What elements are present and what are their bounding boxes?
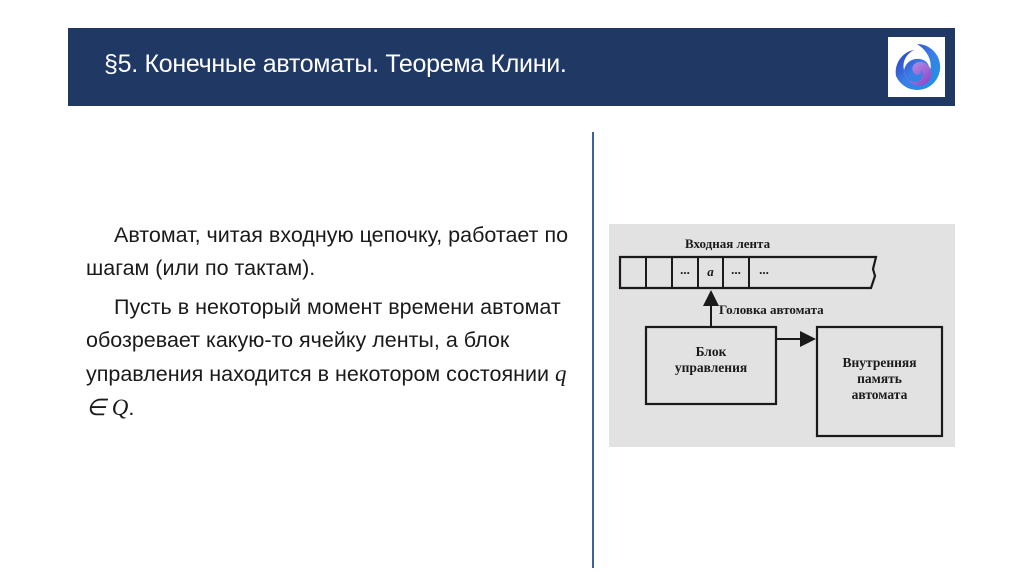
control-block: [644, 325, 778, 406]
body-text: Автомат, читая входную цепочку, работает…: [86, 219, 586, 431]
vertical-divider: [592, 132, 594, 568]
control-block-line2: управления: [674, 360, 748, 375]
tape-cell-current: a: [707, 264, 714, 279]
paragraph-2-text: Пусть в некоторый момент времени автомат…: [86, 295, 561, 386]
memory-block-line3: автомата: [851, 387, 908, 402]
tape-cell-3: ...: [680, 262, 690, 277]
paragraph-2: Пусть в некоторый момент времени автомат…: [86, 291, 586, 425]
slide-title: §5. Конечные автоматы. Теорема Клини.: [104, 50, 567, 78]
paragraph-1: Автомат, читая входную цепочку, работает…: [86, 223, 569, 280]
automaton-diagram: Входная лента ... a ... ... Головка авто…: [609, 224, 955, 447]
memory-block-line2: память: [857, 371, 902, 386]
tape-cell-6: ...: [759, 262, 769, 277]
tape-cell-5: ...: [731, 262, 741, 277]
math-expression: q ∈ Q: [86, 361, 567, 420]
trailing-period: .: [128, 396, 135, 420]
slide-header: §5. Конечные автоматы. Теорема Клини.: [68, 28, 955, 106]
tape-label: Входная лента: [685, 236, 771, 251]
diagram-lines: [618, 255, 944, 438]
logo-graphic: [895, 43, 941, 90]
memory-block-label: Внутренняя память автомата: [817, 355, 942, 403]
head-label: Головка автомата: [719, 302, 824, 317]
swirl-logo-icon: [888, 37, 945, 97]
memory-block-line1: Внутренняя: [842, 355, 917, 370]
memory-block: [815, 325, 944, 438]
control-block-label: Блок управления: [646, 344, 776, 376]
control-block-line1: Блок: [695, 344, 727, 359]
